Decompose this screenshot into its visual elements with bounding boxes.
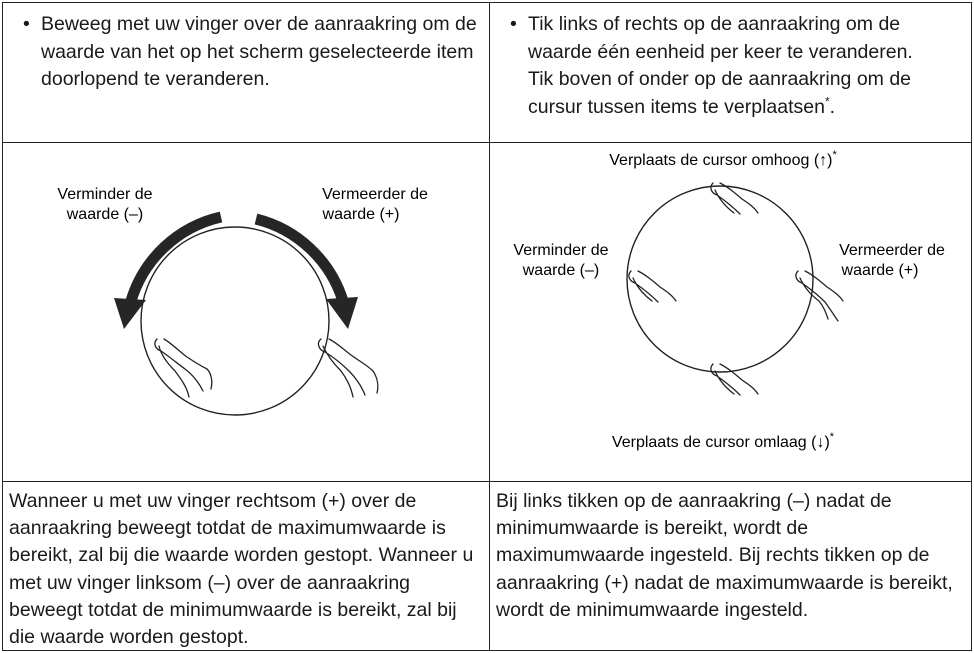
touch-ring (140, 226, 330, 416)
swipe-diagram: Verminder de waarde (–) Vermeerder de wa… (57, 186, 428, 416)
footnote-mark: * (824, 94, 830, 108)
increase-label-line1: Vermeerder de (839, 242, 945, 259)
tap-instruction: • Tik links of rechts op de aanraakring … (510, 11, 938, 121)
swipe-instruction-text: Beweeg met uw vinger over de aanraakring… (41, 13, 477, 90)
swipe-limits-text: Wanneer u met uw vinger rechtsom (+) ove… (9, 490, 474, 649)
finger-hand-icon (628, 270, 677, 303)
finger-hand-icon (154, 338, 213, 398)
cell-tap-diagram: Verplaats de cursor omhoog (↑)* Verminde… (489, 142, 972, 481)
finger-hand-icon (795, 270, 844, 322)
counterclockwise-arrow-icon (114, 211, 223, 329)
finger-hand-icon (710, 363, 759, 396)
increase-label-line2: waarde (+) (841, 262, 919, 279)
cell-swipe-diagram: Verminder de waarde (–) Vermeerder de wa… (2, 142, 489, 481)
clockwise-arrow-icon (254, 213, 358, 329)
cell-swipe-description: • Beweeg met uw vinger over de aanraakri… (2, 2, 489, 142)
cell-tap-description: • Tik links of rechts op de aanraakring … (489, 2, 972, 142)
increase-label-line2: waarde (+) (322, 206, 400, 223)
tap-diagram: Verplaats de cursor omhoog (↑)* Verminde… (513, 149, 945, 451)
tap-instruction-text: Tik links of rechts op de aanraakring om… (528, 13, 913, 118)
move-down-label: Verplaats de cursor omlaag (↓)* (612, 431, 835, 451)
swipe-instruction: • Beweeg met uw vinger over de aanraakri… (23, 11, 481, 94)
cell-swipe-limits: Wanneer u met uw vinger rechtsom (+) ove… (2, 481, 489, 651)
move-up-label: Verplaats de cursor omhoog (↑)* (609, 149, 837, 169)
bullet: • (23, 13, 30, 35)
tap-instruction-end: . (829, 95, 836, 118)
tap-limits-text: Bij links tikken op de aanraakring (–) n… (496, 490, 953, 621)
bullet: • (510, 13, 517, 35)
decrease-label-line1: Verminder de (513, 242, 608, 259)
decrease-label-line2: waarde (–) (66, 206, 143, 223)
finger-hand-icon (710, 182, 759, 215)
touch-ring (626, 185, 814, 373)
decrease-label-line2: waarde (–) (522, 262, 599, 279)
cell-tap-limits: Bij links tikken op de aanraakring (–) n… (489, 481, 972, 651)
increase-label-line1: Vermeerder de (322, 186, 428, 203)
finger-hand-icon (317, 338, 379, 398)
decrease-label-line1: Verminder de (57, 186, 152, 203)
